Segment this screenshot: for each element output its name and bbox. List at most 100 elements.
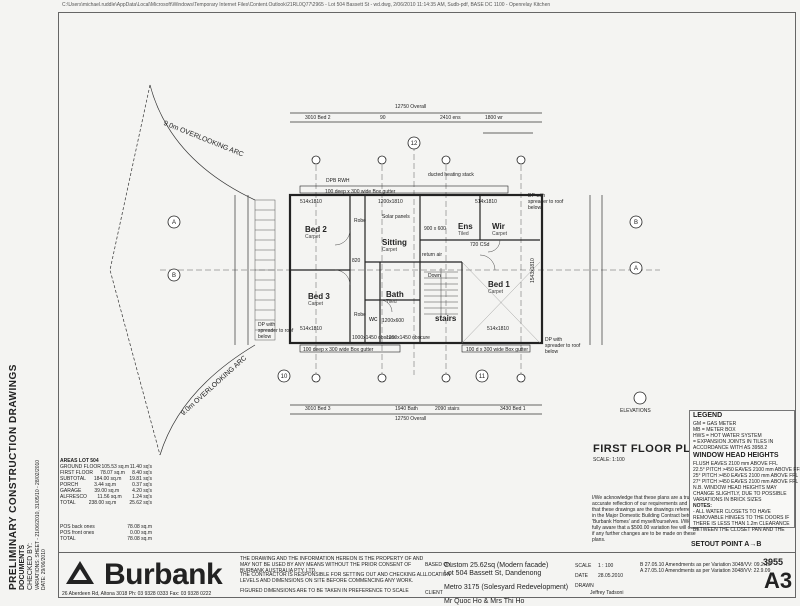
legend-item: HWS = HOT WATER SYSTEM: [693, 433, 762, 439]
dp-note-top-left: DPB RWH: [326, 178, 350, 184]
area-cell-m2: 11.56 sq.m: [97, 494, 122, 500]
marker-label: A: [634, 266, 638, 272]
area-cell-m2: 184.00 sq.m: [93, 476, 122, 482]
sheet-border: [58, 12, 796, 598]
disclaimer-2: THE CONTRACTOR IS RESPONSIBLE FOR SETTIN…: [240, 572, 426, 584]
window-head-height-row: 25° PITCH >450 EAVES 2100 mm ABOVE FFL: [693, 473, 799, 479]
room-finish: Carpet: [305, 234, 321, 240]
room-finish: Carpet: [492, 231, 508, 237]
elevations-label: ELEVATIONS: [620, 408, 651, 414]
solar-note: Solar panels: [382, 214, 410, 220]
outer-walls: [288, 193, 544, 345]
disclaimer-3: FIGURED DIMENSIONS ARE TO BE TAKEN IN PR…: [240, 588, 409, 594]
marker-label: 11: [479, 374, 486, 380]
room-finish: Tiled: [386, 299, 397, 305]
marker-label: A: [172, 220, 176, 226]
scale-value: 1 : 100: [598, 563, 614, 569]
area-cell-label: POS back ones: [60, 524, 95, 530]
scale-label: SCALE: [575, 563, 592, 569]
dim-top-wr: 1800 wr: [485, 115, 503, 121]
room-wir: Wir Carpet: [492, 222, 507, 237]
window-bed2: 514x1810: [300, 199, 322, 205]
dp-note-bottom-left: DP with spreader to roof below: [258, 322, 294, 340]
house-type: Custom 25.62sq (Modern facade): [444, 562, 549, 569]
dim-bottom-bed1: 3430 Bed 1: [500, 406, 526, 412]
title-block: [58, 552, 796, 599]
room-finish: Carpet: [382, 247, 398, 253]
legend-item: = EXPANSION JOINTS IN TILES IN ACCORDANC…: [693, 439, 774, 451]
window-bed1: 1543x1810: [530, 258, 536, 283]
window-head-height-row: 27° PITCH >450 EAVES 2100 mm ABOVE FFL: [693, 479, 799, 485]
room-label: Bed 1: [488, 280, 510, 289]
file-path-header: C:\Users\michael.ruddle\AppData\Local\Mi…: [62, 2, 551, 8]
room-bath: Bath Tiled: [386, 290, 404, 305]
lot-address: Lot 504 Bassett St, Dandenong: [444, 570, 542, 577]
brand-name: Burbank: [104, 558, 223, 591]
client-label: CLIENT: [425, 590, 443, 596]
dp-note-bottom-right: DP with spreader to roof below: [545, 337, 581, 355]
dp-note-top-right: DP with spreader to roof below: [528, 193, 564, 211]
room-finish: Tiled: [458, 231, 469, 237]
room-label: Bed 2: [305, 225, 327, 234]
marker-label: B: [172, 273, 176, 279]
area-cell-label: SUBTOTAL: [60, 476, 86, 482]
area-cell-sq: 0.37 sq's: [132, 482, 152, 488]
job-number: 3955: [763, 557, 784, 567]
grid-marker-11: [475, 369, 489, 383]
location-label: LOCATION: [425, 572, 451, 578]
area-cell-sq: 1.24 sq's: [132, 494, 152, 500]
overlooking-arc-top: [149, 84, 256, 201]
amendments: B 27.05.10 Amendments as per Variation 3…: [640, 562, 771, 574]
room-wc: wc: [369, 316, 378, 323]
overlooking-arc-bottom: [159, 344, 256, 456]
room-label: Wir: [492, 222, 505, 231]
section-marker-b-left: [167, 268, 181, 282]
room-label: Bath: [386, 290, 404, 299]
elevation-marker: [633, 391, 647, 405]
room-sitting: Sitting Carpet: [382, 238, 407, 253]
acknowledgement-text: I/We acknowledge that these plans are a …: [592, 495, 702, 543]
date-value: 28.05.2010: [598, 573, 624, 579]
burbank-logo-icon: [66, 561, 94, 584]
amendment-row: A 27.05.10 Amendments as per Variation 3…: [640, 568, 771, 574]
legend-box: LEGEND GM = GAS METER MB = METER BOX HWS…: [689, 410, 800, 533]
return-air-note: return air: [422, 252, 443, 258]
room-label: Sitting: [382, 238, 407, 247]
room-label: Ens: [458, 222, 473, 231]
overall-dim-top: 12750 Overall: [395, 104, 427, 110]
window-sitting: 1200x1810: [378, 199, 403, 205]
room-finish: Carpet: [308, 301, 324, 307]
disclaimer-1: THE DRAWING AND THE INFORMATION HEREON I…: [240, 556, 424, 574]
door-720: 720 CSd: [470, 242, 490, 248]
room-bed2: Bed 2 Carpet: [305, 225, 327, 240]
area-cell-m2: 39.00 sq.m: [94, 488, 120, 494]
setout-point: SETOUT POINT A→B: [691, 541, 762, 548]
room-finish: Carpet: [488, 289, 504, 295]
drawn-value: Jeffrey Tadsoni: [590, 590, 624, 596]
area-cell-label: GARAGE: [60, 488, 82, 494]
area-cell-label: GROUND FLOOR: [60, 464, 101, 470]
area-cell-m2: 105.53 sq.m: [101, 464, 130, 470]
notes-title: NOTES:: [693, 503, 712, 509]
dim-bottom-bath: 1940 Bath: [395, 406, 418, 412]
dim-bottom-bed3: 3010 Bed 3: [305, 406, 331, 412]
area-cell-label: FIRST FLOOR: [60, 470, 93, 476]
window-ens: 514x1810: [475, 199, 497, 205]
room-robe-bottom: Robe: [354, 312, 366, 318]
notes-text: - ALL WATER CLOSETS TO HAVE REMOVABLE HI…: [693, 509, 790, 533]
plan-scale: SCALE: 1:100: [593, 457, 625, 463]
window-bed1-bottom: 514x1810: [487, 326, 509, 332]
dim-bottom-stairs: 2090 stairs: [435, 406, 460, 412]
gutter-label-bottom-right: 100 d x 300 wide Box gutter: [466, 347, 528, 353]
room-ens: Ens Tiled: [458, 222, 473, 237]
window-bath: 1200x1450 obscure: [386, 335, 430, 341]
window-head-heights-title: WINDOW HEAD HEIGHTS: [693, 452, 779, 459]
room-robe-top: Robe: [354, 218, 366, 224]
cabinet-note: 900 x 600: [424, 226, 446, 232]
